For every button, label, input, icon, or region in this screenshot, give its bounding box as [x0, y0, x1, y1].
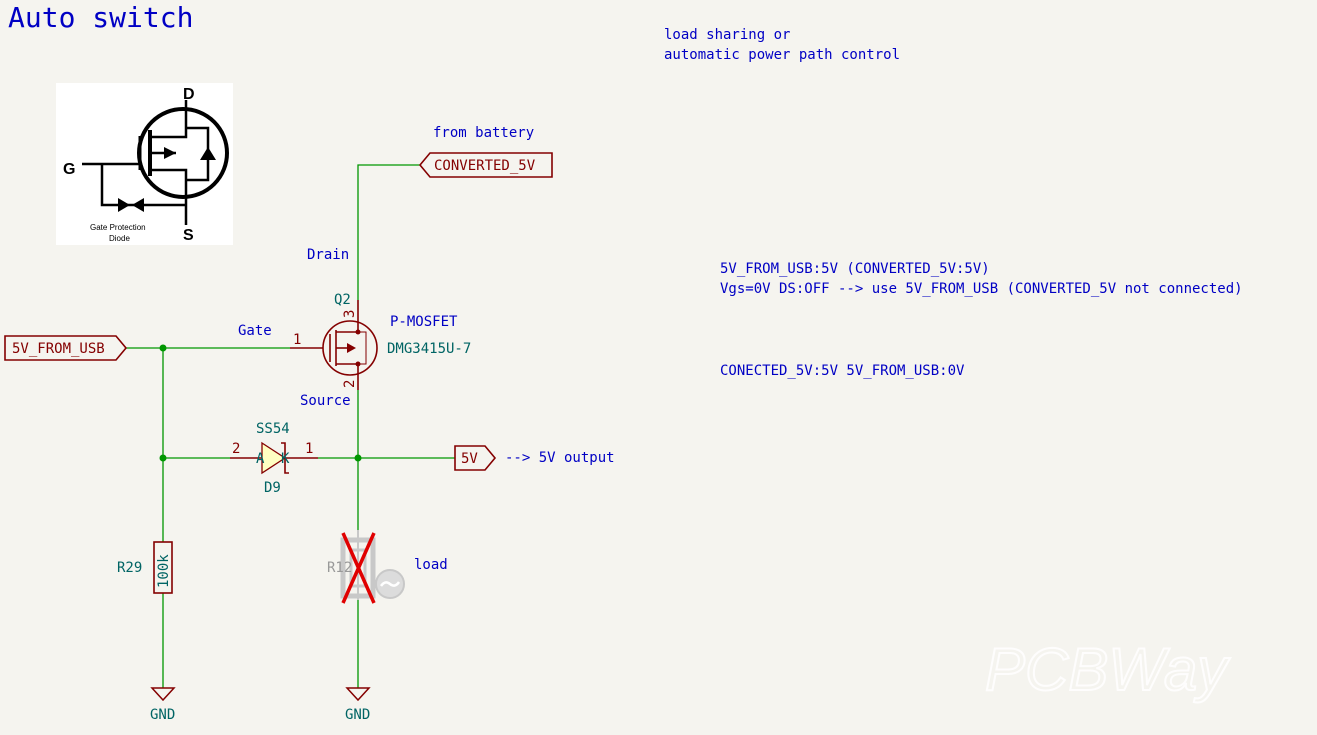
q2-type: P-MOSFET — [390, 314, 458, 330]
note-drain: Drain — [307, 247, 349, 263]
label-5v-output[interactable]: 5V — [454, 445, 497, 471]
d9-pin-a: 2 — [232, 441, 240, 457]
note-gate: Gate — [238, 323, 272, 339]
note-top-1: load sharing or — [664, 27, 790, 43]
note-mode2: CONECTED_5V:5V 5V_FROM_USB:0V — [720, 363, 965, 379]
label-converted-5v[interactable]: CONVERTED_5V — [418, 152, 553, 178]
label-5v-from-usb[interactable]: 5V_FROM_USB — [4, 335, 128, 361]
junctions — [159, 344, 362, 462]
svg-text:5V_FROM_USB: 5V_FROM_USB — [12, 341, 105, 357]
d9-anode-label: A — [256, 451, 265, 467]
q2-ref: Q2 — [334, 292, 351, 308]
note-from-battery: from battery — [433, 125, 534, 141]
r29-value: 100k — [156, 554, 172, 588]
note-mode1-1: 5V_FROM_USB:5V (CONVERTED_5V:5V) — [720, 261, 990, 277]
note-top-2: automatic power path control — [664, 47, 900, 63]
diode-d9[interactable]: SS54 D9 2 1 A K — [230, 421, 318, 496]
r12-ref: R12 — [327, 560, 352, 576]
r29-ref: R29 — [117, 560, 142, 576]
svg-text:GND: GND — [345, 707, 370, 723]
svg-text:5V: 5V — [461, 451, 478, 467]
q2-pin-source: 2 — [342, 380, 358, 388]
q2-value: DMG3415U-7 — [387, 341, 471, 357]
resistor-r12-excluded[interactable]: R12 — [327, 530, 405, 604]
sheet-title: Auto switch — [8, 1, 193, 34]
ref-d: D — [183, 86, 195, 103]
q2-pin-drain: 3 — [342, 310, 358, 318]
d9-ref: D9 — [264, 480, 281, 496]
ref-caption-1: Gate Protection — [90, 223, 146, 232]
d9-pin-k: 1 — [305, 441, 313, 457]
d9-cathode-label: K — [281, 451, 290, 467]
gnd-symbol-2[interactable]: GND — [345, 687, 371, 723]
note-mode1-2: Vgs=0V DS:OFF --> use 5V_FROM_USB (CONVE… — [720, 281, 1243, 297]
wires — [126, 164, 455, 688]
mosfet-q2[interactable]: Q2 P-MOSFET DMG3415U-7 1 3 2 — [290, 292, 471, 390]
gnd-symbol-1[interactable]: GND — [150, 687, 176, 723]
ref-s: S — [183, 227, 194, 244]
svg-text:GND: GND — [150, 707, 175, 723]
ref-caption-2: Diode — [109, 234, 130, 243]
pcbway-watermark: PCBWay — [985, 636, 1231, 703]
ref-g: G — [63, 161, 75, 178]
d9-value: SS54 — [256, 421, 290, 437]
svg-text:CONVERTED_5V: CONVERTED_5V — [434, 158, 536, 174]
note-output: --> 5V output — [505, 450, 615, 466]
q2-pin-gate: 1 — [293, 332, 301, 348]
mosfet-reference-image: D G S Gate Protection Diode — [56, 83, 233, 245]
note-load: load — [414, 557, 448, 573]
note-source: Source — [300, 393, 351, 409]
resistor-r29[interactable]: 100k R29 — [117, 541, 173, 594]
